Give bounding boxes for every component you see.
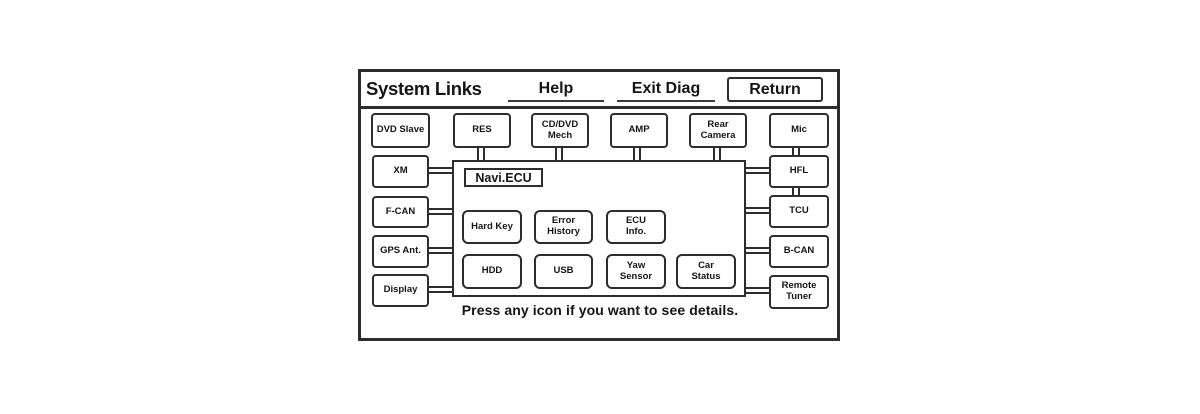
navi-ecu-label-text: Navi.ECU: [475, 170, 532, 185]
node-label: USB: [553, 265, 574, 277]
connector-xm-navi: [429, 167, 452, 174]
connector-hfl-navi: [746, 167, 769, 174]
connector-bcan-navi: [746, 247, 769, 254]
node-label: CD/DVD Mech: [541, 118, 579, 141]
node-label: Display: [383, 284, 418, 296]
node-f-can[interactable]: F-CAN: [372, 196, 429, 228]
node-hdd[interactable]: HDD: [462, 254, 522, 289]
node-label: AMP: [628, 124, 650, 136]
node-gps-ant[interactable]: GPS Ant.: [372, 235, 429, 268]
help-button-label: Help: [538, 80, 574, 97]
node-label: RES: [472, 124, 492, 136]
node-yaw-sensor[interactable]: Yaw Sensor: [606, 254, 666, 289]
instruction-text: Press any icon if you want to see detail…: [461, 302, 739, 318]
node-amp[interactable]: AMP: [610, 113, 668, 148]
help-button[interactable]: Help: [508, 78, 604, 102]
node-label: Rear Camera: [700, 118, 736, 141]
node-display[interactable]: Display: [372, 274, 429, 307]
node-usb[interactable]: USB: [534, 254, 593, 289]
connector-remotetuner-navi: [746, 287, 769, 294]
connector-amp-navi: [633, 148, 641, 160]
return-button-label: Return: [749, 81, 801, 98]
node-b-can[interactable]: B-CAN: [769, 235, 829, 268]
node-ecu-info[interactable]: ECU Info.: [606, 210, 666, 244]
node-label: Car Status: [691, 259, 721, 282]
connector-gpsant-navi: [429, 247, 452, 254]
return-button[interactable]: Return: [727, 77, 823, 102]
node-label: HFL: [789, 165, 809, 177]
node-label: F-CAN: [385, 205, 416, 217]
node-label: Mic: [791, 124, 807, 136]
connector-mic-hfl: [792, 148, 800, 155]
node-label: DVD Slave: [376, 124, 425, 136]
node-label: Remote Tuner: [781, 280, 817, 302]
navi-ecu-label[interactable]: Navi.ECU: [464, 168, 543, 187]
exit-diag-button-label: Exit Diag: [631, 80, 701, 97]
connector-fcan-navi: [429, 208, 452, 215]
node-xm[interactable]: XM: [372, 155, 429, 188]
node-rear-camera[interactable]: Rear Camera: [689, 113, 747, 148]
node-label: Error History: [547, 215, 580, 237]
header-separator: [361, 106, 837, 109]
connector-display-navi: [429, 286, 452, 293]
node-res[interactable]: RES: [453, 113, 511, 148]
node-label: HDD: [481, 265, 503, 277]
exit-diag-button[interactable]: Exit Diag: [617, 78, 715, 102]
node-label: Hard Key: [471, 220, 513, 232]
connector-res-navi: [477, 148, 485, 160]
node-remote-tuner[interactable]: Remote Tuner: [769, 275, 829, 309]
node-label: XM: [393, 165, 408, 177]
node-label: GPS Ant.: [380, 245, 421, 257]
node-label: Yaw Sensor: [619, 259, 653, 282]
node-mic[interactable]: Mic: [769, 113, 829, 148]
node-label: TCU: [789, 205, 809, 217]
node-hard-key[interactable]: Hard Key: [462, 210, 522, 244]
diagnostic-screen-frame: System Links Help Exit Diag Return Navi.…: [358, 69, 840, 341]
connector-cddvd-navi: [555, 148, 563, 160]
node-car-status[interactable]: Car Status: [676, 254, 736, 289]
node-error-history[interactable]: Error History: [534, 210, 593, 244]
connector-hfl-tcu: [792, 188, 800, 195]
connector-rearcamera-navi: [713, 148, 721, 160]
node-cd-dvd-mech[interactable]: CD/DVD Mech: [531, 113, 589, 148]
node-hfl[interactable]: HFL: [769, 155, 829, 188]
page-title: System Links: [366, 78, 482, 99]
node-label: ECU Info.: [625, 215, 647, 237]
connector-tcu-navi: [746, 207, 769, 214]
node-dvd-slave[interactable]: DVD Slave: [371, 113, 430, 148]
node-label: B-CAN: [783, 245, 815, 257]
node-tcu[interactable]: TCU: [769, 195, 829, 228]
